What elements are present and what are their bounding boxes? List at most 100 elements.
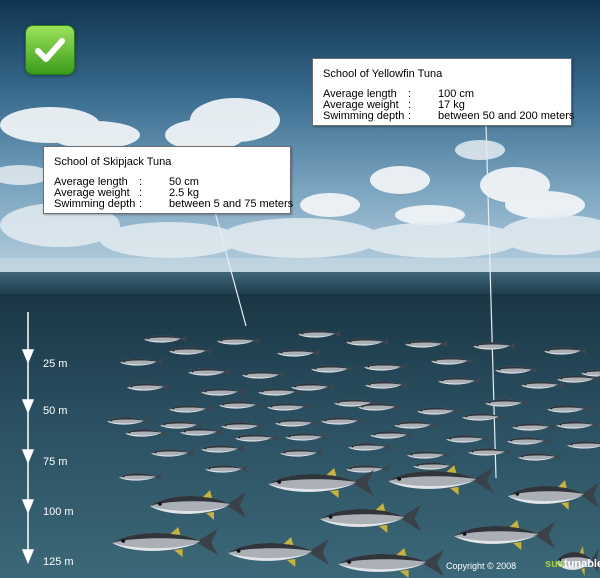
yellowfin-weight-value: 17 kg: [438, 99, 465, 111]
skipjack-tuna: [555, 418, 600, 436]
skipjack-tuna: [150, 446, 196, 464]
brand-part-sus: sus: [545, 558, 564, 570]
skipjack-tuna: [345, 335, 391, 353]
skipjack-tuna: [200, 385, 246, 403]
depth-label-100: 100 m: [43, 506, 74, 518]
skipjack-tuna: [543, 344, 589, 362]
skipjack-tuna: [284, 430, 330, 448]
skipjack-tuna: [220, 419, 266, 437]
yellowfin-tuna: [506, 480, 600, 515]
check-button[interactable]: [25, 25, 75, 75]
skipjack-tuna: [216, 334, 262, 352]
yellowfin-tuna: [266, 468, 376, 503]
skipjack-pointer-line: [214, 211, 247, 327]
yellowfin-depth-value: between 50 and 200 meters: [438, 110, 575, 122]
yellowfin-title: School of Yellowfin Tuna: [323, 68, 443, 80]
skipjack-tuna: [430, 354, 476, 372]
skipjack-tuna: [119, 355, 165, 373]
skipjack-tuna: [179, 425, 225, 443]
skipjack-tuna: [580, 366, 600, 384]
skipjack-tuna: [437, 374, 483, 392]
skipjack-tuna: [168, 402, 214, 420]
depth-label-25: 25 m: [43, 358, 68, 370]
skipjack-tuna: [506, 434, 552, 452]
yellowfin-info-box: School of Yellowfin Tuna Average length …: [312, 58, 575, 126]
skipjack-tuna: [511, 420, 557, 438]
checkmark-icon: [35, 38, 65, 62]
skipjack-tuna: [159, 418, 205, 436]
sky-with-clouds: [0, 0, 600, 276]
skipjack-title: School of Skipjack Tuna: [54, 156, 172, 168]
skipjack-tuna: [257, 385, 303, 403]
skipjack-tuna: [241, 368, 287, 386]
skipjack-tuna: [461, 410, 507, 428]
skipjack-tuna: [333, 396, 379, 414]
skipjack-tuna: [200, 442, 246, 460]
skipjack-tuna: [204, 462, 250, 480]
skipjack-length-label: Average length: [54, 176, 128, 188]
skipjack-tuna: [566, 438, 600, 456]
yellowfin-depth-sep: :: [408, 110, 412, 122]
depth-label-50: 50 m: [43, 405, 68, 417]
skipjack-tuna: [364, 378, 410, 396]
yellowfin-length-sep: :: [408, 88, 412, 100]
yellowfin-tuna: [148, 490, 248, 525]
skipjack-tuna: [187, 365, 233, 383]
skipjack-tuna: [357, 400, 403, 418]
yellowfin-depth-label: Swimming depth: [323, 110, 405, 122]
skipjack-tuna: [393, 418, 439, 436]
skipjack-tuna: [310, 362, 356, 380]
yellowfin-length-value: 100 cm: [438, 88, 475, 100]
sustunable-logo[interactable]: sustunable: [545, 558, 600, 570]
skipjack-tuna: [494, 363, 540, 381]
skipjack-depth-label: Swimming depth: [54, 198, 136, 210]
skipjack-length-sep: :: [139, 176, 143, 188]
depth-label-125: 125 m: [43, 556, 74, 568]
skipjack-info-box: School of Skipjack Tuna Average length :…: [43, 146, 294, 214]
skipjack-tuna: [320, 414, 366, 432]
skipjack-tuna: [274, 416, 320, 434]
skipjack-tuna: [297, 327, 343, 345]
yellowfin-weight-label: Average weight: [323, 99, 399, 111]
sea-surface: [0, 272, 600, 294]
skipjack-tuna: [556, 372, 600, 390]
skipjack-tuna: [345, 462, 391, 480]
copyright-text: Copyright © 2008: [446, 561, 517, 571]
brand-part-tunable: tunable: [563, 558, 600, 570]
yellowfin-pointer-line: [485, 123, 497, 479]
skipjack-tuna: [406, 448, 452, 466]
skipjack-tuna: [416, 404, 462, 422]
yellowfin-tuna: [110, 527, 220, 562]
skipjack-tuna: [467, 445, 513, 463]
skipjack-tuna: [124, 426, 170, 444]
yellowfin-tuna: [226, 537, 331, 572]
skipjack-tuna: [118, 470, 164, 488]
skipjack-tuna: [347, 440, 393, 458]
skipjack-depth-sep: :: [139, 198, 143, 210]
skipjack-tuna: [234, 431, 280, 449]
yellowfin-weight-sep: :: [408, 99, 412, 111]
skipjack-tuna: [106, 414, 152, 432]
skipjack-tuna: [546, 402, 592, 420]
skipjack-tuna: [126, 380, 172, 398]
skipjack-tuna: [369, 428, 415, 446]
skipjack-tuna: [168, 344, 214, 362]
skipjack-tuna: [290, 380, 336, 398]
skipjack-weight-sep: :: [139, 187, 143, 199]
skipjack-tuna: [363, 360, 409, 378]
skipjack-tuna: [404, 337, 450, 355]
skipjack-length-value: 50 cm: [169, 176, 199, 188]
skipjack-depth-value: between 5 and 75 meters: [169, 198, 294, 210]
skipjack-tuna: [472, 339, 518, 357]
yellowfin-tuna: [336, 548, 446, 578]
skipjack-tuna: [143, 332, 189, 350]
skipjack-tuna: [279, 446, 325, 464]
yellowfin-tuna: [452, 520, 557, 555]
skipjack-tuna: [218, 398, 264, 416]
skipjack-tuna: [520, 378, 566, 396]
yellowfin-tuna: [386, 465, 496, 500]
